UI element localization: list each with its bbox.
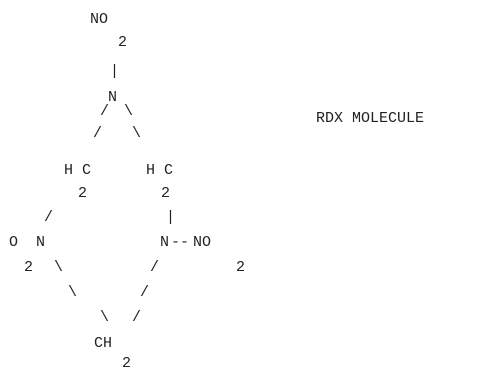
right-no-label: NO — [193, 234, 212, 251]
right-dash-bond: -- — [171, 234, 190, 251]
bond-top-right-2: \ — [132, 125, 142, 142]
diagram-title: RDX MOLECULE — [316, 110, 425, 127]
bond-left-lower: / — [44, 209, 54, 226]
right-n-atom: N — [160, 234, 170, 251]
top-n-atom: N — [108, 89, 118, 106]
left-o-atom: O — [9, 234, 19, 251]
bottom-ch-subscript: 2 — [122, 355, 132, 372]
right-ch2-label: H C — [146, 162, 174, 179]
left-ch2-subscript: 2 — [78, 185, 88, 202]
top-no-subscript: 2 — [118, 34, 128, 51]
bond-bottom-right-3: / — [132, 309, 142, 326]
bond-top-left-2: / — [93, 125, 103, 142]
right-no-subscript: 2 — [236, 259, 246, 276]
left-n-atom: N — [36, 234, 46, 251]
top-no-label: NO — [90, 11, 109, 28]
bond-bottom-left-3: \ — [100, 309, 110, 326]
bond-bottom-left-1: \ — [54, 259, 64, 276]
bond-bottom-left-2: \ — [68, 284, 78, 301]
bond-bottom-right-2: / — [140, 284, 150, 301]
bond-top-right-1: \ — [124, 103, 134, 120]
left-no-subscript: 2 — [24, 259, 34, 276]
bond-bottom-right-1: / — [150, 259, 160, 276]
left-ch2-label: H C — [64, 162, 92, 179]
bond-right-lower: | — [166, 209, 176, 226]
top-bond-vertical: | — [110, 63, 120, 80]
bond-top-left-1: / — [100, 103, 110, 120]
bottom-ch-label: CH — [94, 335, 113, 352]
right-ch2-subscript: 2 — [161, 185, 171, 202]
